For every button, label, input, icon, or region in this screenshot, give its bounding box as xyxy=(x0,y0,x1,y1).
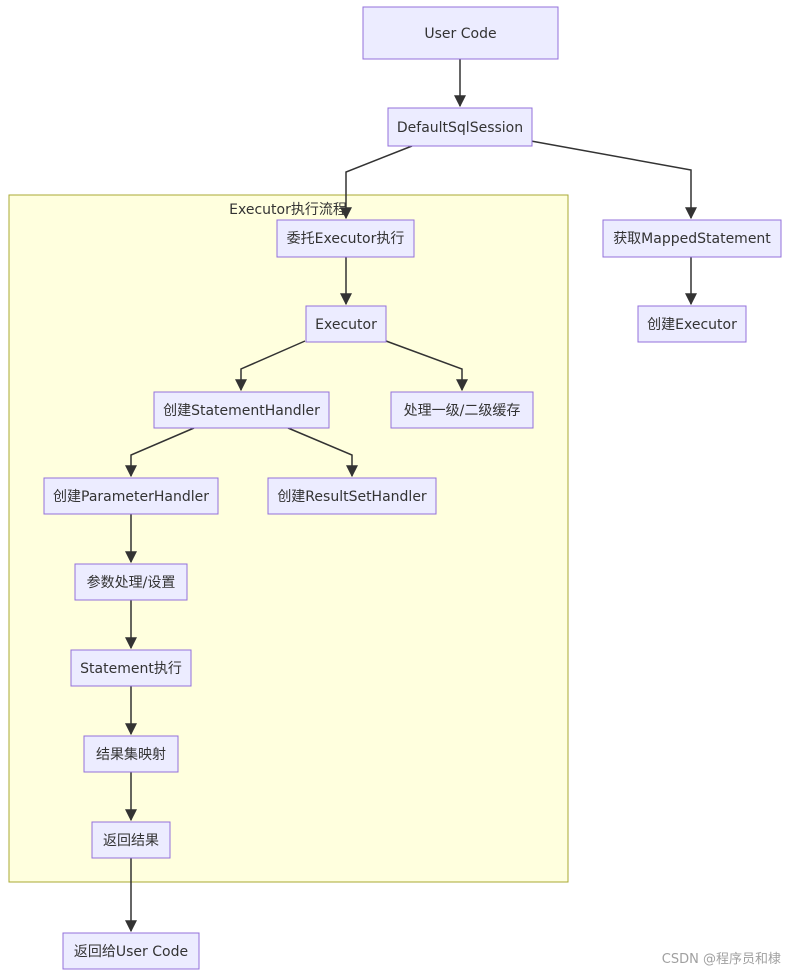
edge-stmthandler-to-resulthandler xyxy=(287,427,358,478)
node-return-to-user-label: 返回给User Code xyxy=(74,944,188,960)
node-create-parameter-handler: 创建ParameterHandler xyxy=(43,477,219,515)
node-create-resultset-handler-label: 创建ResultSetHandler xyxy=(277,489,427,505)
node-result-mapping-label: 结果集映射 xyxy=(96,746,166,763)
node-create-parameter-handler-label: 创建ParameterHandler xyxy=(53,489,209,505)
node-return-result-label: 返回结果 xyxy=(103,833,159,849)
node-executor: Executor xyxy=(305,305,387,343)
node-delegate-executor-label: 委托Executor执行 xyxy=(287,231,405,247)
node-default-sql-session-label: DefaultSqlSession xyxy=(397,120,523,136)
node-statement-execute: Statement执行 xyxy=(70,649,192,687)
node-default-sql-session: DefaultSqlSession xyxy=(387,107,533,147)
edge-executor-to-stmthandler xyxy=(235,340,306,392)
node-user-code-label: User Code xyxy=(424,26,496,42)
node-handle-cache-label: 处理一级/二级缓存 xyxy=(404,403,521,419)
node-statement-execute-label: Statement执行 xyxy=(80,661,182,677)
node-return-result: 返回结果 xyxy=(91,821,171,859)
node-get-mapped-statement: 获取MappedStatement xyxy=(602,219,782,258)
node-user-code: User Code xyxy=(362,6,559,60)
edge-executor-to-cache xyxy=(385,340,468,392)
edge-stmthandler-to-paramhandler xyxy=(125,427,195,478)
cluster-label: Executor执行流程 xyxy=(229,202,347,218)
edge-session-to-delegate xyxy=(340,145,413,220)
node-executor-label: Executor xyxy=(315,317,377,333)
node-result-mapping: 结果集映射 xyxy=(83,735,179,773)
node-delegate-executor: 委托Executor执行 xyxy=(276,219,415,258)
node-create-statement-handler-label: 创建StatementHandler xyxy=(163,403,320,419)
node-get-mapped-statement-label: 获取MappedStatement xyxy=(613,231,771,247)
edges xyxy=(125,59,697,933)
executor-flow-cluster: Executor执行流程 xyxy=(8,194,569,883)
node-create-executor: 创建Executor xyxy=(637,305,747,343)
node-create-resultset-handler: 创建ResultSetHandler xyxy=(267,477,437,515)
edge-session-to-getmapped xyxy=(530,140,697,220)
node-create-executor-label: 创建Executor xyxy=(647,317,737,333)
node-handle-cache: 处理一级/二级缓存 xyxy=(390,391,534,429)
node-param-processing-label: 参数处理/设置 xyxy=(87,574,176,591)
csdn-watermark: CSDN @程序员和棣 xyxy=(661,952,781,967)
node-param-processing: 参数处理/设置 xyxy=(74,563,188,601)
node-return-to-user: 返回给User Code xyxy=(62,932,200,970)
node-create-statement-handler: 创建StatementHandler xyxy=(153,391,330,429)
